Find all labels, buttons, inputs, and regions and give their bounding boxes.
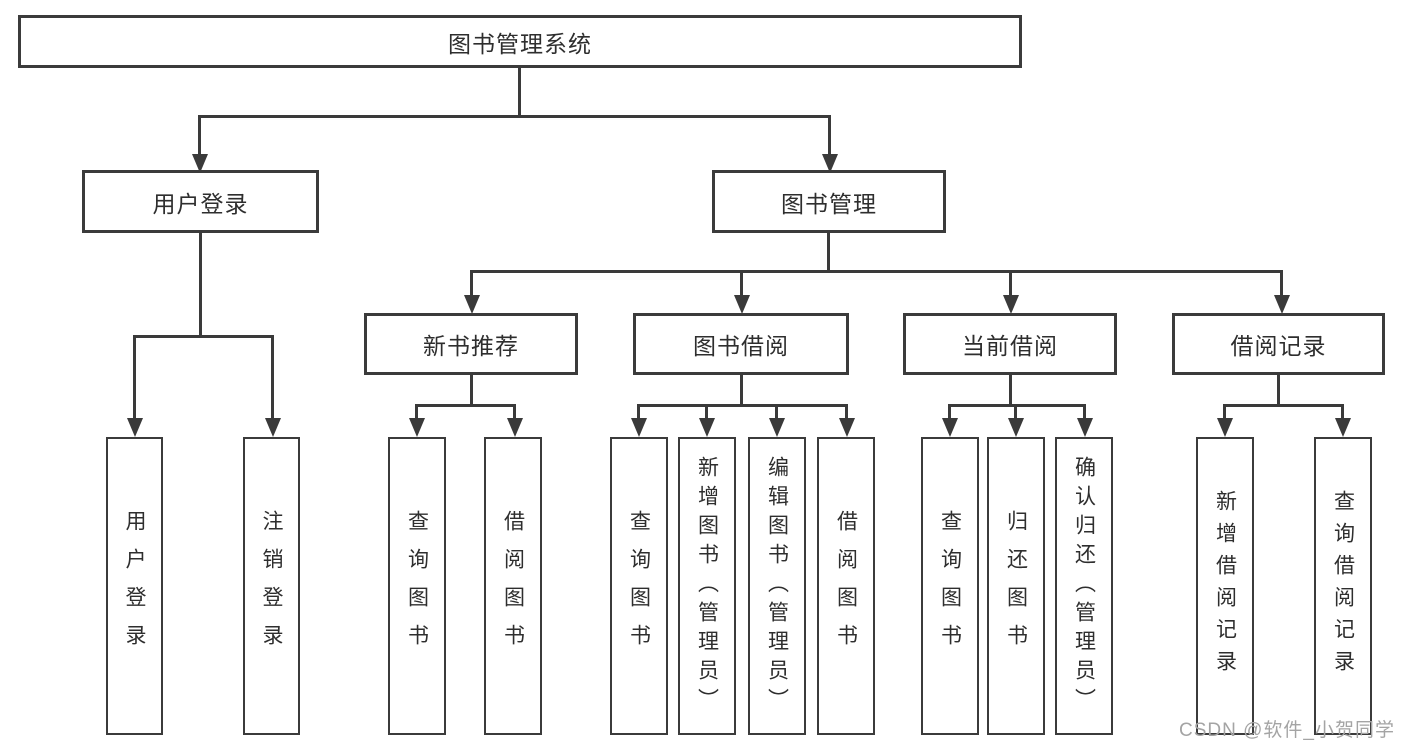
connector-line	[518, 66, 521, 117]
leaf-query-books-borrowing: 查询图书	[610, 437, 668, 735]
connector-line	[740, 270, 743, 297]
leaf-edit-books-admin: 编辑图书（管理员）	[748, 437, 806, 735]
leaf-confirm-return-admin: 确认归还（管理员）	[1055, 437, 1113, 735]
leaf-label: 查询图书	[627, 510, 651, 662]
connector-line	[133, 335, 274, 338]
arrow-down-icon	[1274, 295, 1290, 314]
node-label: 借阅记录	[1230, 333, 1327, 359]
arrow-down-icon	[127, 418, 143, 437]
node-label: 新书推荐	[423, 333, 519, 359]
csdn-watermark: CSDN @软件_小贺同学	[1179, 720, 1395, 741]
connector-line	[470, 373, 473, 407]
leaf-return-books: 归还图书	[987, 437, 1045, 735]
connector-line	[133, 335, 136, 420]
arrow-down-icon	[1077, 418, 1093, 437]
arrow-down-icon	[1217, 418, 1233, 437]
arrow-down-icon	[839, 418, 855, 437]
leaf-query-books-recommend: 查询图书	[388, 437, 446, 735]
arrow-down-icon	[769, 418, 785, 437]
connector-line	[199, 231, 202, 337]
node-library-management-system: 图书管理系统	[18, 15, 1022, 68]
arrow-down-icon	[464, 295, 480, 314]
connector-line	[948, 404, 1086, 407]
connector-line	[1341, 404, 1344, 421]
node-label: 图书管理	[781, 190, 877, 217]
leaf-label: 新增借阅记录	[1213, 490, 1237, 682]
connector-line	[1083, 404, 1086, 421]
connector-line	[1009, 373, 1012, 407]
leaf-add-books-admin: 新增图书（管理员）	[678, 437, 736, 735]
node-label: 图书管理系统	[448, 30, 592, 57]
connector-line	[740, 373, 743, 407]
node-book-borrowing: 图书借阅	[633, 313, 849, 375]
arrow-down-icon	[631, 418, 647, 437]
node-new-book-recommend: 新书推荐	[364, 313, 578, 375]
connector-line	[1277, 373, 1280, 407]
leaf-query-borrow-record: 查询借阅记录	[1314, 437, 1372, 735]
leaf-label: 注销登录	[260, 510, 283, 662]
leaf-user-login: 用户登录	[106, 437, 163, 735]
connector-line	[415, 404, 418, 421]
arrow-down-icon	[734, 295, 750, 314]
connector-line	[513, 404, 516, 421]
connector-line	[637, 404, 848, 407]
leaf-label: 查询图书	[938, 510, 962, 662]
leaf-label: 用户登录	[123, 510, 146, 662]
node-borrow-records: 借阅记录	[1172, 313, 1385, 375]
leaf-label: 确认归还（管理员）	[1072, 455, 1096, 717]
connector-line	[705, 404, 708, 421]
leaf-label: 编辑图书（管理员）	[765, 455, 789, 717]
node-user-login: 用户登录	[82, 170, 319, 233]
leaf-label: 查询借阅记录	[1331, 490, 1355, 682]
arrow-down-icon	[192, 154, 208, 173]
leaf-add-borrow-record: 新增借阅记录	[1196, 437, 1254, 735]
leaf-borrow-books: 借阅图书	[817, 437, 875, 735]
leaf-label: 新增图书（管理员）	[695, 455, 719, 717]
connector-line	[1280, 270, 1283, 297]
leaf-borrow-books-recommend: 借阅图书	[484, 437, 542, 735]
connector-line	[1223, 404, 1344, 407]
arrow-down-icon	[409, 418, 425, 437]
leaf-label: 查询图书	[405, 510, 429, 662]
arrow-down-icon	[265, 418, 281, 437]
connector-line	[948, 404, 951, 421]
connector-line	[828, 115, 831, 157]
node-current-borrowing: 当前借阅	[903, 313, 1117, 375]
leaf-label: 借阅图书	[834, 510, 858, 662]
connector-line	[198, 115, 201, 157]
leaf-label: 归还图书	[1004, 510, 1028, 662]
connector-line	[775, 404, 778, 421]
arrow-down-icon	[942, 418, 958, 437]
connector-line	[470, 270, 473, 297]
connector-line	[1223, 404, 1226, 421]
connector-line	[1009, 270, 1012, 297]
arrow-down-icon	[1008, 418, 1024, 437]
connector-line	[845, 404, 848, 421]
leaf-label: 借阅图书	[501, 510, 525, 662]
connector-line	[637, 404, 640, 421]
node-label: 当前借阅	[962, 333, 1058, 359]
arrow-down-icon	[1335, 418, 1351, 437]
node-label: 用户登录	[152, 190, 249, 217]
node-label: 图书借阅	[693, 333, 789, 359]
arrow-down-icon	[1003, 295, 1019, 314]
connector-line	[1014, 404, 1017, 421]
arrow-down-icon	[699, 418, 715, 437]
arrow-down-icon	[507, 418, 523, 437]
connector-line	[415, 404, 516, 407]
connector-line	[827, 231, 830, 272]
connector-line	[470, 270, 1283, 273]
leaf-query-books-current: 查询图书	[921, 437, 979, 735]
node-book-management: 图书管理	[712, 170, 946, 233]
leaf-logout: 注销登录	[243, 437, 300, 735]
connector-line	[198, 115, 831, 118]
arrow-down-icon	[822, 154, 838, 173]
connector-line	[271, 335, 274, 420]
